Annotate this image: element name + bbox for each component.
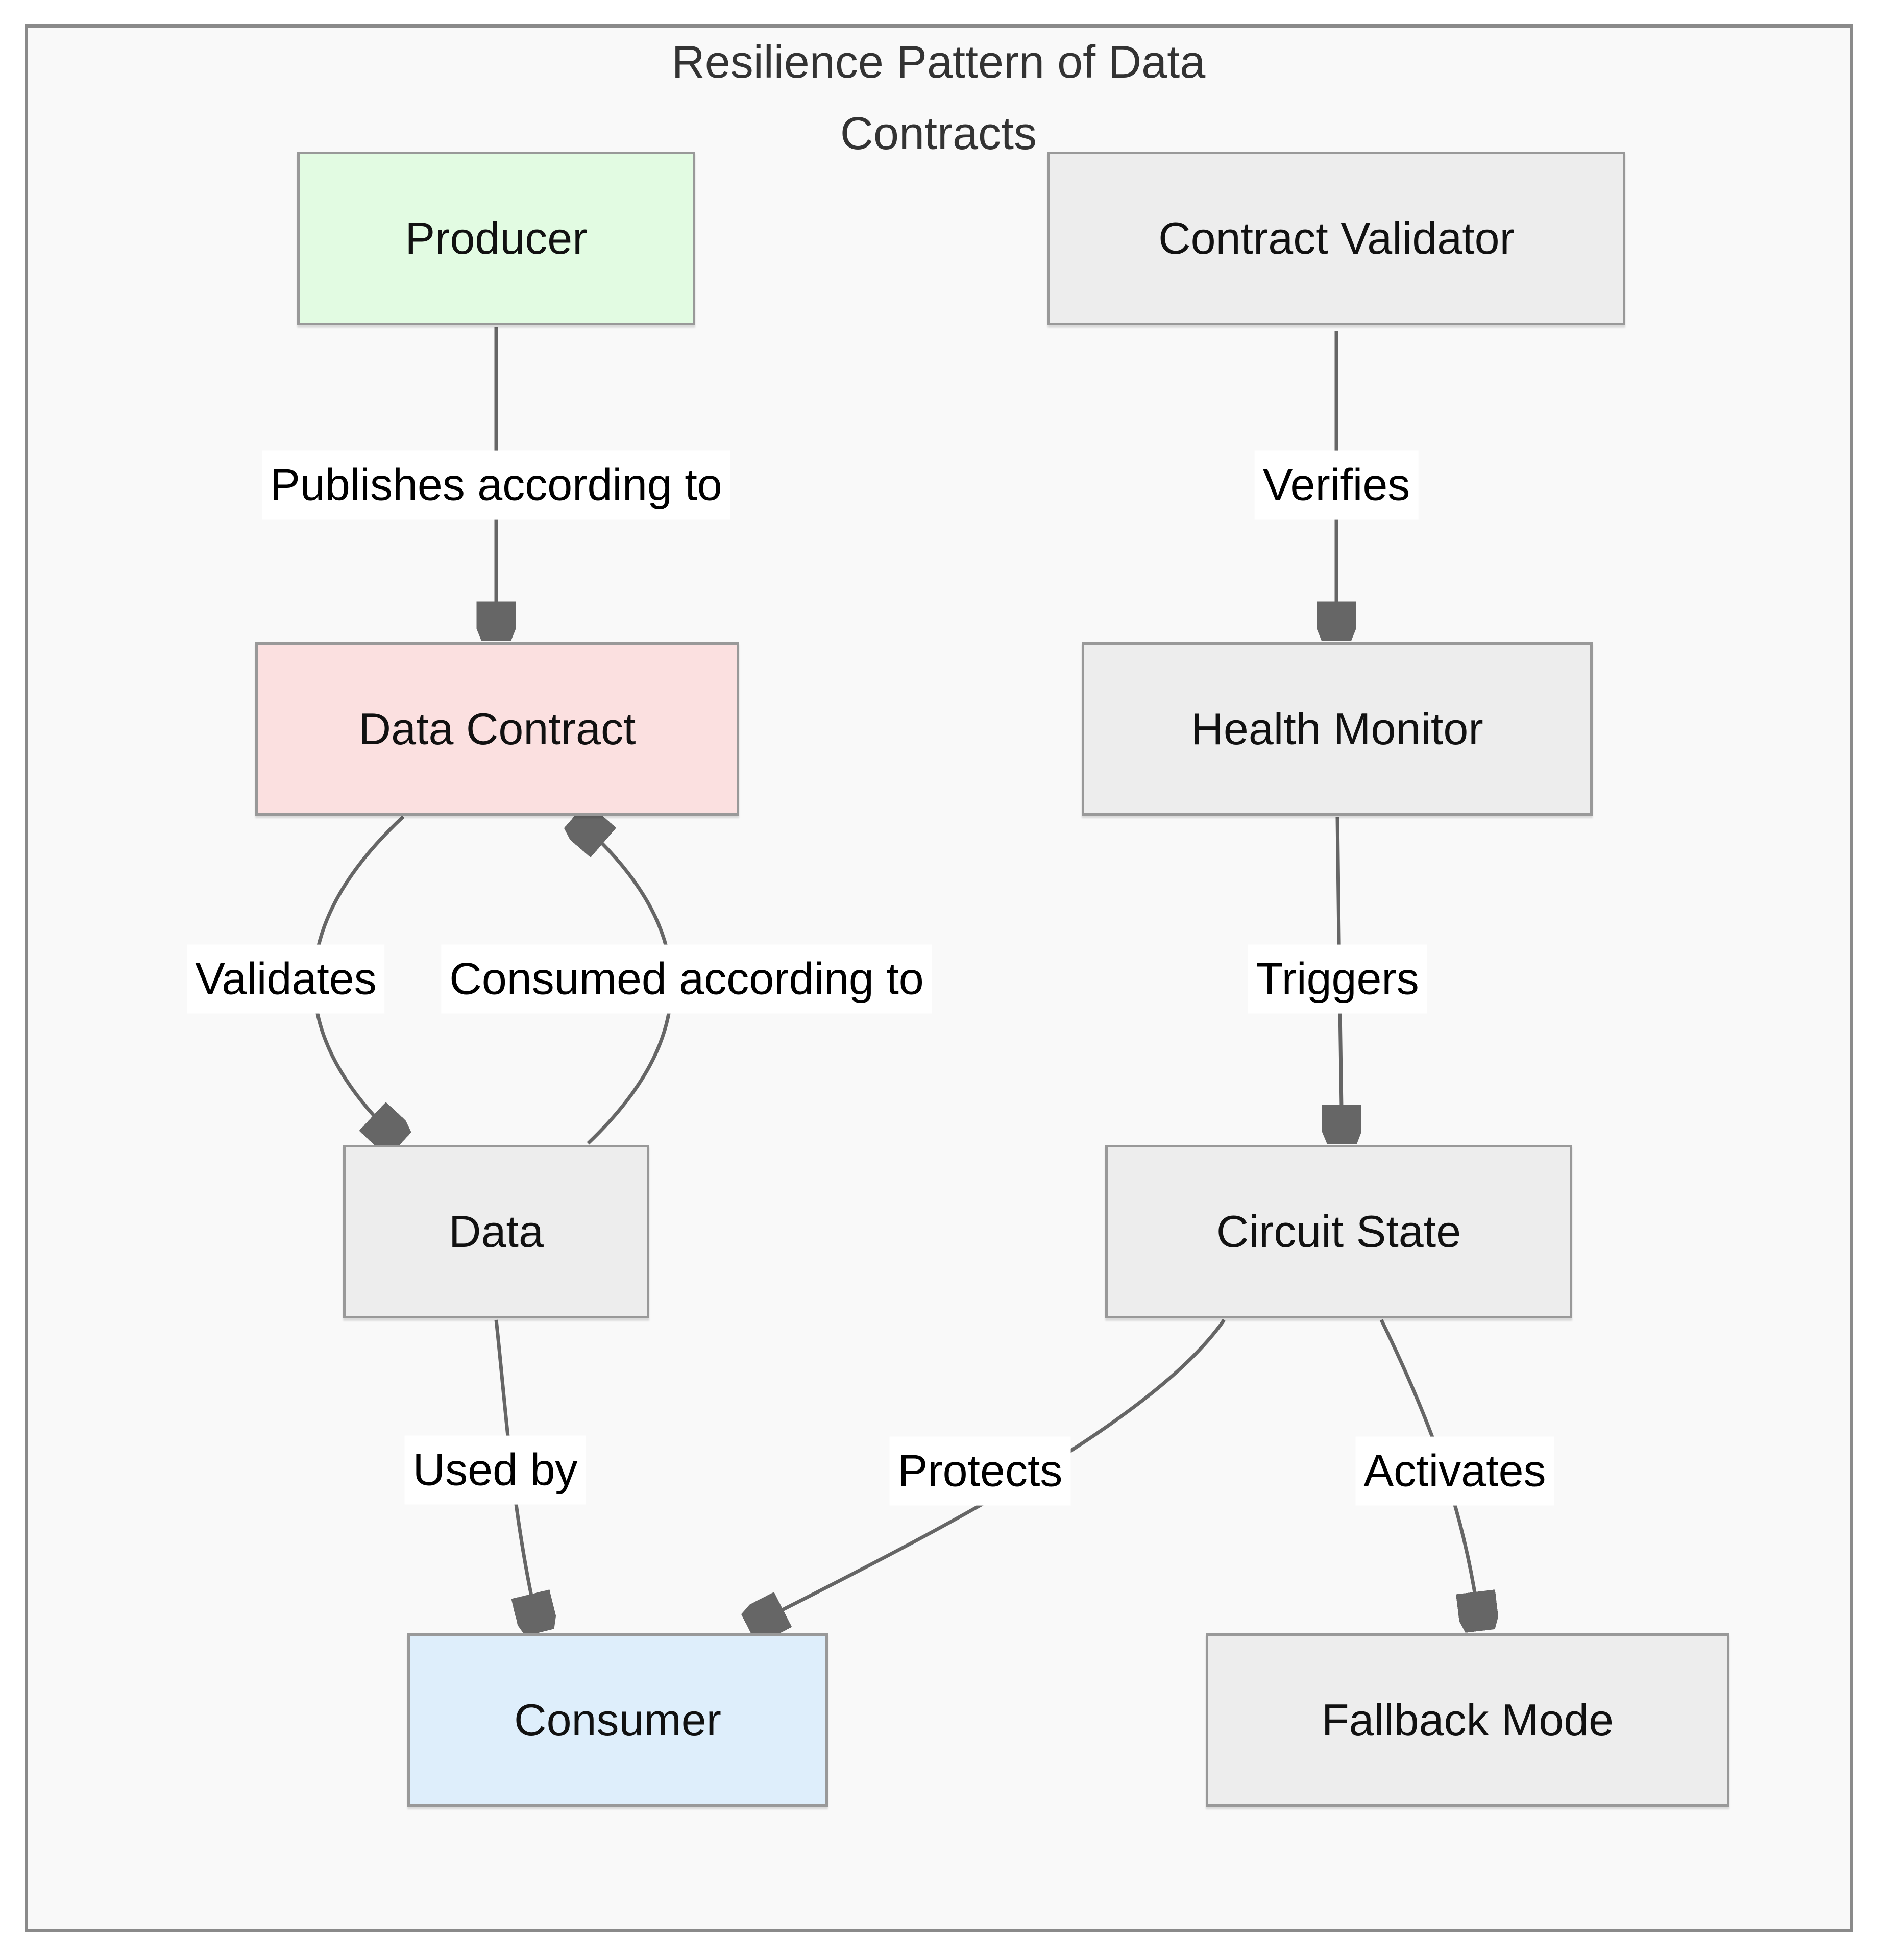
node-data-contract: Data Contract — [255, 642, 739, 816]
node-producer: Producer — [297, 152, 695, 325]
node-contract-validator: Contract Validator — [1047, 152, 1625, 325]
node-health-monitor-label: Health Monitor — [1191, 703, 1483, 754]
edge-label-validates: Validates — [187, 944, 385, 1014]
node-fallback-mode-label: Fallback Mode — [1321, 1695, 1614, 1745]
edge-label-activates: Activates — [1355, 1436, 1554, 1506]
edge-label-consumed: Consumed according to — [441, 944, 932, 1014]
node-producer-label: Producer — [405, 213, 588, 263]
diagram-title: Resilience Pattern of Data Contracts — [0, 27, 1877, 169]
node-circuit-state-label: Circuit State — [1216, 1206, 1461, 1257]
node-circuit-state: Circuit State — [1105, 1145, 1572, 1318]
diagram-title-line1: Resilience Pattern of Data — [671, 37, 1206, 88]
node-consumer: Consumer — [407, 1633, 828, 1807]
edge-label-triggers: Triggers — [1248, 944, 1427, 1014]
node-data-contract-label: Data Contract — [358, 703, 636, 754]
edge-label-publishes: Publishes according to — [262, 450, 730, 520]
node-consumer-label: Consumer — [514, 1695, 721, 1745]
node-data-label: Data — [449, 1206, 544, 1257]
node-data: Data — [343, 1145, 649, 1318]
node-contract-validator-label: Contract Validator — [1158, 213, 1515, 263]
diagram-title-line2: Contracts — [840, 108, 1037, 159]
node-health-monitor: Health Monitor — [1082, 642, 1593, 816]
node-fallback-mode: Fallback Mode — [1206, 1633, 1729, 1807]
edge-label-verifies: Verifies — [1254, 450, 1419, 520]
edge-label-protects: Protects — [889, 1436, 1071, 1506]
edge-label-used-by: Used by — [404, 1435, 586, 1505]
